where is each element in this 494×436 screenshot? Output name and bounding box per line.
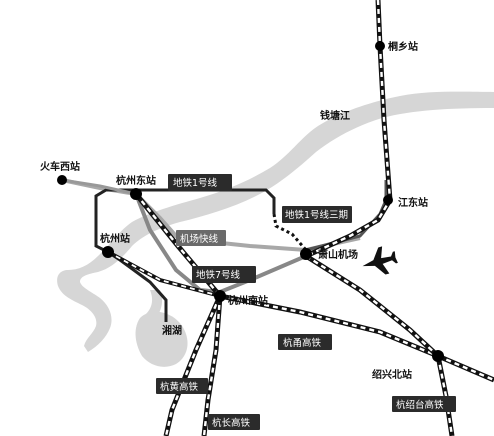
station-dot-shaoxingbei [432, 350, 444, 362]
qiantang-river [57, 91, 494, 352]
svg-text:机场快线: 机场快线 [180, 233, 219, 245]
hanghuang-label: 杭黄高铁 [156, 378, 208, 394]
line7-label: 地铁7号线 [192, 266, 256, 283]
svg-text:地铁7号线: 地铁7号线 [196, 269, 241, 281]
station-dot-hangzhoudong [130, 188, 142, 200]
station-dot-huochexizhan [57, 175, 67, 185]
line1-label: 地铁1号线 [168, 174, 232, 191]
station-dot-tongxiang [375, 41, 385, 51]
station-label-hangzhou: 杭州站 [100, 232, 130, 245]
svg-text:杭长高铁: 杭长高铁 [212, 417, 251, 429]
xianghu-lake [135, 311, 188, 367]
svg-text:地铁1号线三期: 地铁1号线三期 [285, 209, 348, 221]
line1-phase3-label: 地铁1号线三期 [282, 206, 352, 223]
airport-express-label: 机场快线 [176, 230, 226, 246]
lake-label: 湘湖 [162, 324, 182, 337]
station-label-hangzhounan: 杭州南站 [228, 294, 268, 307]
svg-text:地铁1号线: 地铁1号线 [173, 177, 218, 189]
svg-text:杭甬高铁: 杭甬高铁 [283, 337, 322, 349]
metro-line-1-phase3 [272, 213, 308, 251]
station-label-huochexizhan: 火车西站 [40, 160, 80, 173]
hangyong-label: 杭甬高铁 [278, 334, 332, 350]
svg-text:杭黄高铁: 杭黄高铁 [160, 381, 199, 393]
station-dot-jiangdong [383, 195, 393, 205]
hangshaotai-label: 杭绍台高铁 [392, 396, 456, 412]
hangchang-label: 杭长高铁 [208, 414, 260, 430]
station-dot-hangzhou [102, 246, 114, 258]
station-label-tongxiang: 桐乡站 [388, 40, 418, 53]
station-label-jiangdong: 江东站 [398, 196, 428, 209]
station-label-shaoxingbei: 绍兴北站 [372, 368, 412, 381]
river-branch [146, 290, 163, 318]
svg-text:杭绍台高铁: 杭绍台高铁 [396, 399, 444, 411]
station-label-xiaoshan-airport: 萧山机场 [318, 248, 358, 261]
river-label: 钱塘江 [320, 109, 350, 122]
railways [61, 0, 494, 436]
airplane-icon [362, 246, 398, 275]
station-label-hangzhoudong: 杭州东站 [116, 174, 156, 187]
station-dot-hangzhounan [214, 290, 226, 302]
station-dot-xiaoshan-airport [300, 248, 312, 260]
